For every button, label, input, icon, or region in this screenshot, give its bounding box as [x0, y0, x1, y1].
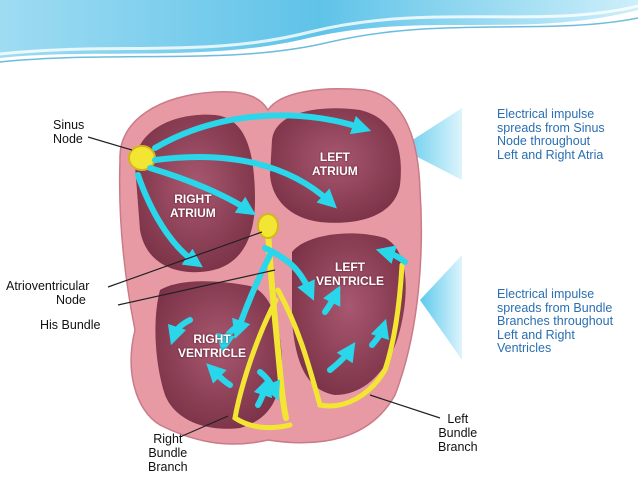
- label-right-atrium: RIGHT ATRIUM: [170, 192, 216, 220]
- leader-lines: [87, 136, 441, 438]
- label-av-node: Atrioventricular Node: [6, 279, 90, 307]
- label-sinus-node: Sinus Node: [53, 118, 85, 146]
- av-node: [257, 213, 279, 239]
- label-left-atrium: LEFT ATRIUM: [312, 150, 358, 178]
- note-atria: Electrical impulse spreads from Sinus No…: [497, 107, 605, 162]
- label-right-ventricle: RIGHT VENTRICLE: [178, 332, 247, 360]
- note-ventricles: Electrical impulse spreads from Bundle B…: [497, 287, 614, 355]
- ventricles-beam: [420, 255, 462, 360]
- right-ventricle-cavity: [155, 281, 282, 429]
- header-wave: [0, 0, 638, 63]
- atria-beam: [400, 108, 462, 180]
- left-atrium-cavity: [270, 108, 401, 223]
- impulse-arrows: [135, 112, 408, 408]
- label-left-bundle-branch: Left Bundle Branch: [438, 412, 478, 454]
- label-his-bundle: His Bundle: [40, 318, 101, 332]
- label-left-ventricle: LEFT VENTRICLE: [316, 260, 385, 288]
- left-ventricle-cavity: [292, 233, 406, 395]
- label-right-bundle-branch: Right Bundle Branch: [148, 432, 188, 474]
